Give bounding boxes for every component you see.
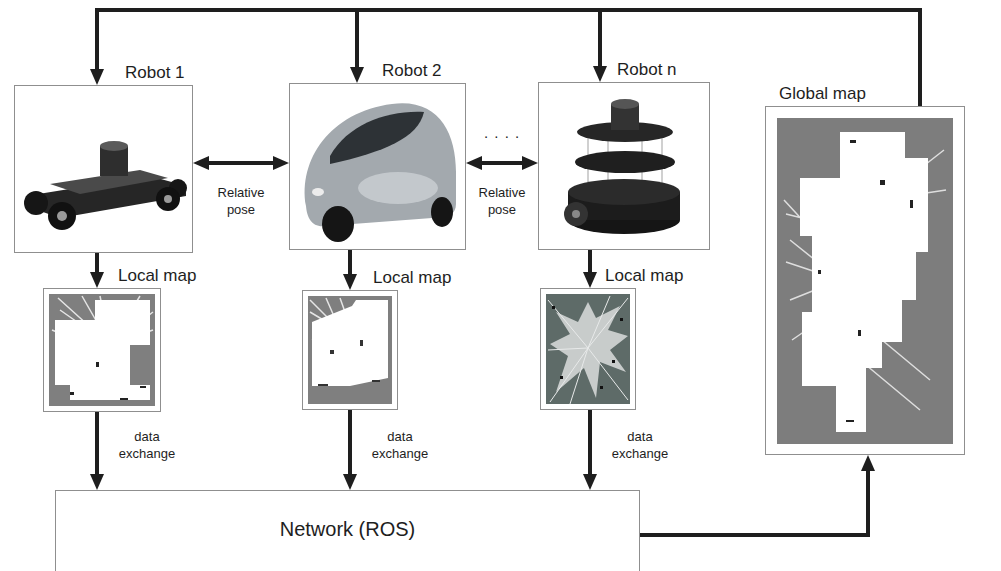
node-heading: Robot 2 <box>382 61 442 81</box>
node-heading: Local map <box>373 268 451 288</box>
robot-plate <box>575 151 675 173</box>
flow-arrow <box>588 410 592 480</box>
robot-box: Robot 2 <box>289 83 466 250</box>
flow-arrow <box>203 161 279 165</box>
edge-label: data exchange <box>364 428 436 462</box>
edge-label: data exchange <box>604 428 676 462</box>
flow-arrow <box>95 412 99 480</box>
robot-box: Robot 1 <box>14 85 193 253</box>
node-label: Network (ROS) <box>280 518 416 541</box>
car-window <box>330 112 424 164</box>
robot-box: Robot n <box>538 82 710 250</box>
flow-arrow <box>95 253 99 278</box>
edge-label: Relative pose <box>209 184 273 218</box>
map-obstacles <box>818 140 913 422</box>
car-highlight <box>358 172 438 204</box>
flow-arrow <box>476 161 528 165</box>
heading-slot: Local map <box>118 266 196 286</box>
wheel-hub <box>57 211 67 221</box>
flow-arrow <box>348 410 352 480</box>
flow-arrow <box>588 250 592 278</box>
heading-slot: Local map <box>605 266 683 286</box>
car-body <box>305 103 456 226</box>
wheel <box>322 206 354 242</box>
car-headlight <box>312 188 324 196</box>
map-ground <box>777 118 953 444</box>
map-free-space <box>55 300 150 400</box>
wheel <box>431 197 453 227</box>
wheel <box>48 202 76 230</box>
map-ground <box>546 294 630 404</box>
map-rays <box>548 296 628 404</box>
flow-arrow <box>640 465 868 535</box>
map-obstacles <box>318 340 380 386</box>
node-heading: Local map <box>605 266 683 286</box>
map-rays <box>52 296 153 350</box>
wheel <box>24 191 48 215</box>
heading-slot: Robot n <box>617 60 677 80</box>
map-rays <box>310 298 350 340</box>
local-map-box: Local map <box>302 290 398 410</box>
lidar-top <box>100 141 128 151</box>
heading-slot: Local map <box>373 268 451 288</box>
local-map-box: Local map <box>540 288 636 410</box>
map-ground <box>308 296 392 404</box>
map-ground <box>49 294 155 406</box>
node-heading: Local map <box>118 266 196 286</box>
wheel <box>156 187 180 211</box>
robot-plate <box>568 179 680 205</box>
map-obstacles <box>552 306 623 389</box>
ellipsis-mark: . . . . <box>484 124 520 141</box>
heading-slot: Global map <box>779 84 866 104</box>
map-rays <box>784 150 946 410</box>
node-heading: Global map <box>779 84 866 104</box>
map-obstacles <box>70 362 146 400</box>
edge-label: data exchange <box>111 428 183 462</box>
global-map-box: Global map <box>765 106 965 455</box>
wheel <box>564 202 588 226</box>
edge-label: Relative pose <box>470 184 534 218</box>
network-box: Network (ROS) <box>55 490 640 571</box>
heading-slot: Robot 1 <box>125 63 185 83</box>
flow-arrow <box>97 10 920 106</box>
heading-slot: Robot 2 <box>382 61 442 81</box>
wheel-hub <box>572 210 580 218</box>
node-heading: Robot 1 <box>125 63 185 83</box>
flow-arrow <box>600 10 920 106</box>
local-map-box: Local map <box>43 288 161 412</box>
wheel-hub <box>164 195 172 203</box>
flow-arrow <box>348 250 352 280</box>
node-heading: Robot n <box>617 60 677 80</box>
flow-arrow <box>357 10 920 106</box>
lidar-top <box>611 99 639 109</box>
